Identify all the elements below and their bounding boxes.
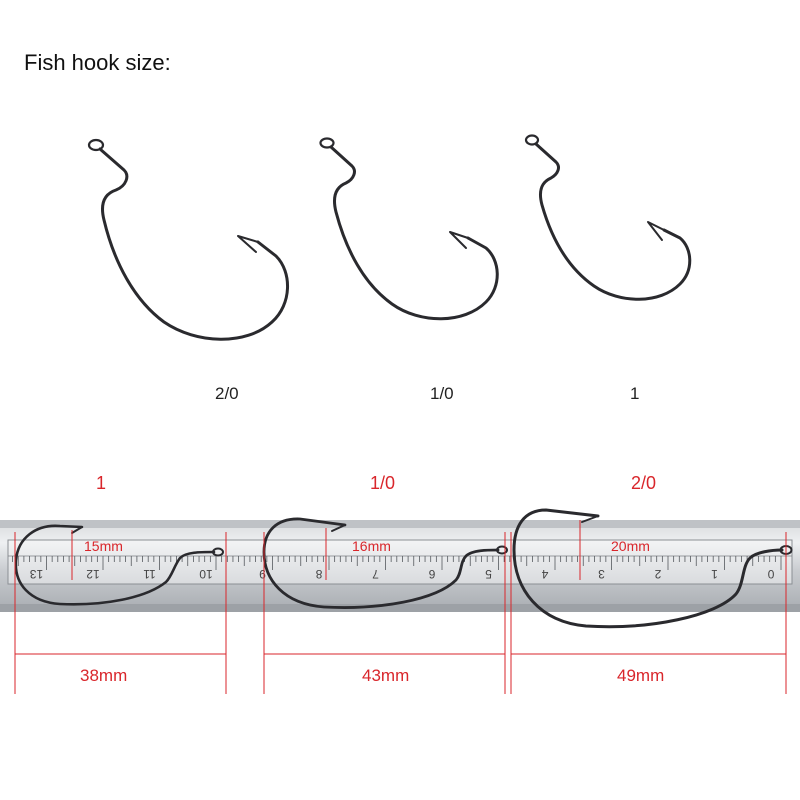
- hook-1-top: [524, 134, 692, 301]
- ruler-tick-label: 6: [428, 567, 435, 581]
- size-label-2-0: 2/0: [215, 384, 239, 403]
- ruler-tick-label: 3: [598, 567, 605, 581]
- measure-size-1: 1: [96, 473, 107, 493]
- ruler-tick-label: 7: [372, 567, 379, 581]
- ruler-tick-label: 13: [30, 567, 44, 581]
- ruler-tick-label: 4: [541, 567, 548, 581]
- measure-size-2-0: 2/0: [631, 473, 657, 493]
- page-title: Fish hook size:: [24, 50, 171, 75]
- size-label-1: 1: [630, 384, 640, 403]
- size-label-1-0: 1/0: [430, 384, 454, 403]
- length-label-1-0: 43mm: [362, 666, 410, 685]
- ruler-tick-label: 1: [711, 567, 718, 581]
- hook-2-0-top: [87, 138, 289, 341]
- hook-1-0-top: [319, 137, 499, 321]
- measure-size-1-0: 1/0: [370, 473, 396, 493]
- ruler-tick-label: 9: [259, 567, 266, 581]
- ruler-tick-label: 10: [199, 567, 213, 581]
- ruler-tick-label: 11: [143, 567, 156, 581]
- length-label-2-0: 49mm: [617, 666, 665, 685]
- ruler-tick-label: 12: [86, 567, 100, 581]
- ruler-tick-label: 8: [315, 567, 322, 581]
- dimension-lines: [14, 520, 787, 694]
- length-label-1: 38mm: [80, 666, 128, 685]
- ruler-tick-label: 5: [485, 567, 492, 581]
- hook-1-on-ruler: [14, 524, 224, 606]
- gap-label-1: 15mm: [84, 538, 123, 554]
- gap-label-2-0: 20mm: [611, 538, 650, 554]
- ruler-tick-label: 0: [767, 567, 774, 581]
- ruler-tick-label: 2: [654, 567, 661, 581]
- gap-label-1-0: 16mm: [352, 538, 391, 554]
